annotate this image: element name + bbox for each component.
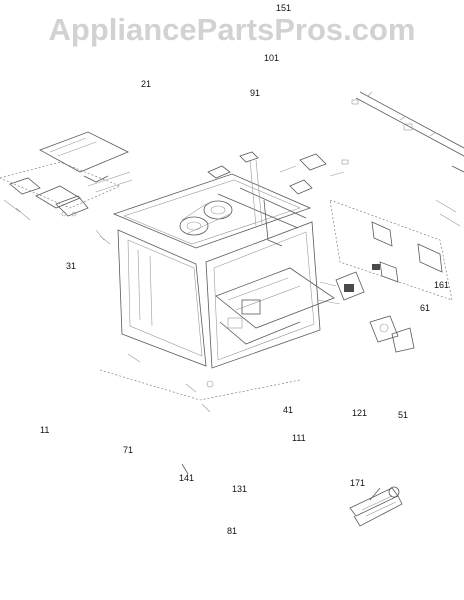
base-plate [215, 267, 335, 345]
callout-141: 141 [179, 473, 194, 483]
upper-brackets [207, 151, 349, 195]
callout-171: 171 [350, 478, 365, 488]
callout-151: 151 [276, 3, 291, 13]
callout-111: 111 [292, 433, 306, 443]
callout-labels: 151 101 21 91 31 161 61 41 121 51 11 111… [40, 3, 449, 536]
callout-21: 21 [141, 79, 151, 89]
callout-131: 131 [232, 484, 247, 494]
callout-81: 81 [227, 526, 237, 536]
callout-51: 51 [398, 410, 408, 420]
callout-161: 161 [434, 280, 449, 290]
right-side-components [329, 165, 464, 301]
callout-31: 31 [66, 261, 76, 271]
callout-41: 41 [283, 405, 293, 415]
callout-91: 91 [250, 88, 260, 98]
callout-121: 121 [352, 408, 367, 418]
callout-101: 101 [264, 53, 279, 63]
watermark-text: AppliancePartsPros.com [49, 12, 416, 47]
callout-71: 71 [123, 445, 133, 455]
exploded-view-drawing [0, 91, 464, 527]
callout-11: 11 [40, 425, 49, 435]
bottom-assembly [99, 353, 301, 475]
left-top-panel [39, 131, 129, 173]
cabinet-body [112, 159, 321, 369]
left-side-assembly [0, 161, 133, 245]
top-cover-panel [351, 91, 464, 157]
part-171-drawing [349, 486, 403, 527]
cooling-fans [179, 200, 233, 236]
lower-right-assembly [317, 271, 415, 353]
callout-61: 61 [420, 303, 430, 313]
